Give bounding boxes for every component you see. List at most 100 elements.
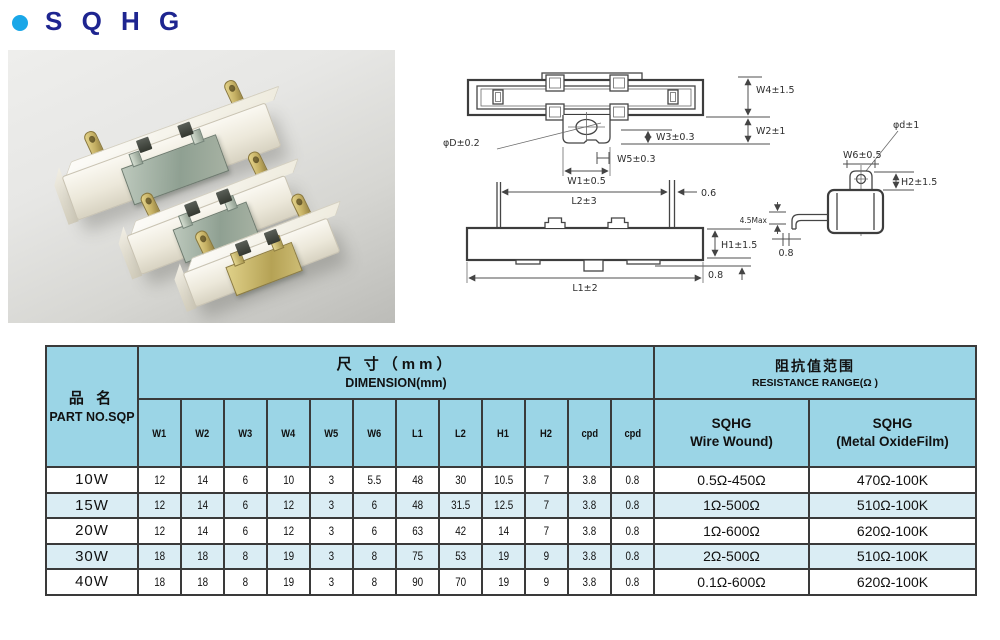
dimension-cell: 12: [266, 491, 311, 519]
dimension-cell: 10.5: [481, 466, 526, 494]
col-header-h1: H1: [481, 398, 526, 468]
header-row-groups: 品 名 PART NO.SQP 尺 寸（mm） DIMENSION(mm) 阻抗…: [45, 345, 977, 468]
dimension-value: 6: [242, 472, 249, 487]
dimension-cell: 48: [395, 491, 440, 519]
dimension-cell: 6: [352, 517, 397, 545]
product-photo: [8, 50, 395, 323]
dim-label-w1: W1±0.5: [567, 176, 606, 187]
col-header-l2: L2: [438, 398, 483, 468]
res-col-line1: SQHG: [711, 416, 752, 432]
dimension-value: 6: [242, 498, 249, 513]
dimension-value: 18: [197, 549, 208, 564]
dimension-header: 尺 寸（mm） DIMENSION(mm): [137, 345, 655, 400]
dimension-value: 3.8: [582, 472, 597, 487]
dimension-value: 0.8: [625, 498, 640, 513]
dim-label-w5: W5±0.3: [617, 154, 656, 165]
dimension-cell: 12.5: [481, 491, 526, 519]
dimension-cell: 18: [137, 568, 182, 596]
col-header-wire-wound: SQHG Wire Wound): [653, 398, 810, 468]
dimension-cell: 14: [180, 466, 225, 494]
dimension-value: 0.8: [625, 574, 640, 589]
dim-label-w3: W3±0.3: [656, 132, 695, 143]
dimension-value: 12.5: [493, 498, 514, 513]
wire-wound-cell: 0.1Ω-600Ω: [653, 568, 810, 596]
dim-label-lead-width: 0.6: [701, 188, 716, 199]
dim-label-h1: H1±1.5: [721, 240, 757, 251]
dimension-value: 7: [543, 498, 550, 513]
col-header-w3: W3: [223, 398, 268, 468]
dimension-value: 90: [412, 574, 423, 589]
dimension-value: 19: [283, 574, 294, 589]
retaining-clips: [545, 74, 629, 121]
spec-table-wrap: 品 名 PART NO.SQP 尺 寸（mm） DIMENSION(mm) 阻抗…: [45, 345, 977, 596]
dimension-cell: 53: [438, 542, 483, 570]
dimension-value: 3: [328, 472, 335, 487]
col-label: L2: [455, 428, 466, 440]
part-no-header: 品 名 PART NO.SQP: [45, 345, 139, 468]
dimension-cell: 0.8: [610, 466, 655, 494]
dim-label-lead-thickness: 0.8: [778, 248, 793, 259]
dimension-value: 9: [543, 549, 550, 564]
dimension-drawing: φD±0.2 W4±1.5 W2±1 W3±0.3 W5±0.3 W1±0.5 …: [443, 72, 937, 294]
dimension-value: 8: [242, 574, 249, 589]
dimension-value: 3: [328, 523, 335, 538]
dimension-value: 12: [154, 498, 165, 513]
dimension-cell: 14: [180, 517, 225, 545]
dimension-cell: 9: [524, 568, 569, 596]
dimension-cell: 9: [524, 542, 569, 570]
part-no-cell: 10W: [45, 466, 139, 494]
col-header-w2: W2: [180, 398, 225, 468]
metal-oxide-cell: 510Ω-100K: [808, 491, 977, 519]
dimension-value: 8: [371, 574, 378, 589]
dimension-value: 19: [498, 574, 509, 589]
dim-label-phiD: φD±0.2: [443, 138, 480, 149]
dimension-cell: 3: [309, 517, 354, 545]
dimension-value: 18: [154, 549, 165, 564]
col-label: W3: [238, 428, 253, 440]
dimension-value: 31.5: [450, 498, 471, 513]
dimension-header-en: DIMENSION(mm): [345, 376, 447, 391]
side-view-body: [826, 188, 885, 235]
dimension-cell: 12: [137, 491, 182, 519]
part-no-cell: 15W: [45, 491, 139, 519]
dim-label-w6: W6±0.5: [843, 150, 882, 161]
dimension-value: 75: [412, 549, 423, 564]
col-header-metal-oxide: SQHG (Metal OxideFilm): [808, 398, 977, 468]
col-header-l1: L1: [395, 398, 440, 468]
dimension-value: 30: [455, 472, 466, 487]
dimension-cell: 3.8: [567, 542, 612, 570]
dimension-cell: 7: [524, 491, 569, 519]
dim-label-phid: φd±1: [893, 120, 919, 131]
dimension-value: 18: [197, 574, 208, 589]
dimension-value: 14: [197, 498, 208, 513]
resistance-header-en: RESISTANCE RANGE(Ω ): [751, 376, 879, 389]
resistance-header-zh: 阻抗值范围: [775, 357, 855, 374]
dimension-value: 6: [371, 523, 378, 538]
side-lead: [791, 213, 828, 229]
dimension-value: 0.8: [625, 472, 640, 487]
dimension-value: 19: [498, 549, 509, 564]
dimension-cell: 12: [137, 517, 182, 545]
spec-table: 品 名 PART NO.SQP 尺 寸（mm） DIMENSION(mm) 阻抗…: [45, 345, 977, 596]
dimension-value: 48: [412, 498, 423, 513]
dimension-value: 3.8: [582, 498, 597, 513]
dim-label-h2: H2±1.5: [901, 177, 937, 188]
page-title: S Q H G: [45, 6, 186, 36]
bullet-dot-icon: [12, 15, 28, 31]
part-header-en: PART NO.SQP: [49, 410, 135, 425]
dimension-value: 48: [412, 472, 423, 487]
col-header-w5: W5: [309, 398, 354, 468]
dimension-value: 7: [543, 523, 550, 538]
dimension-value: 3: [328, 574, 335, 589]
dimension-cell: 30: [438, 466, 483, 494]
dim-label-w2: W2±1: [756, 126, 785, 137]
dimension-cell: 3.8: [567, 491, 612, 519]
metal-oxide-cell: 620Ω-100K: [808, 517, 977, 545]
dimension-value: 7: [543, 472, 550, 487]
dimension-value: 42: [455, 523, 466, 538]
dimension-cell: 10: [266, 466, 311, 494]
res-col-line2: (Metal OxideFilm): [836, 434, 949, 449]
dimension-header-zh: 尺 寸（mm）: [336, 355, 456, 373]
